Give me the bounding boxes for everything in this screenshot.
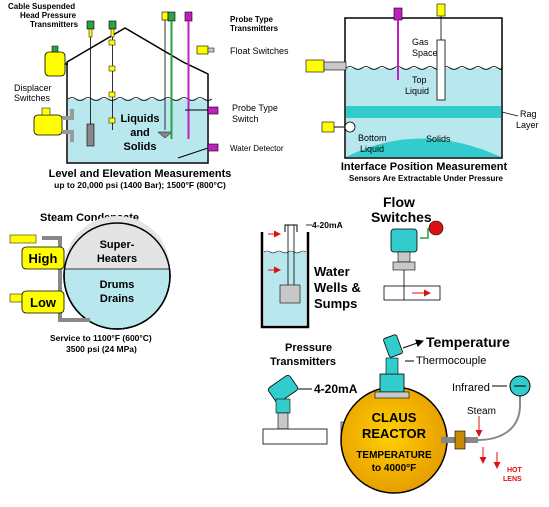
wells-label: Sumps [314, 296, 357, 311]
side-sensor-icon [321, 121, 356, 133]
high-label: High [29, 251, 58, 266]
displacer-label: Switches [14, 93, 51, 103]
wells-label: Water [314, 264, 350, 279]
temperature-label: Temperature [426, 334, 510, 350]
displacer-switch-icon [44, 45, 68, 77]
high-switch [21, 246, 65, 270]
hot-lens-label: LENS [503, 476, 522, 483]
gas-label: Space [412, 48, 438, 58]
indicator-light-icon [428, 220, 444, 236]
drums-label: Drums [100, 279, 135, 291]
hot-lens-label: HOT [507, 467, 523, 474]
float-switches-label: Float Switches [230, 46, 289, 56]
service-label: Service to 1100°F (600°C) [50, 333, 152, 343]
reactor-label: CLAUS [372, 410, 417, 425]
liquids-label: Liquids [120, 113, 159, 125]
reactor-temp-label: TEMPERATURE [356, 450, 432, 461]
low-label: Low [30, 295, 57, 310]
thermocouple-head [383, 334, 403, 358]
probe-switch-label: Switch [232, 114, 259, 124]
water-detector-label: Water Detector [230, 144, 284, 153]
side-sensor-icon [305, 59, 347, 73]
probe-switch-icon [185, 106, 219, 115]
panel1-subtitle: up to 20,000 psi (1400 Bar); 1500°F (800… [54, 180, 226, 190]
wells-signal-label: 4-20mA [312, 220, 343, 230]
rag-label: Rag [520, 109, 537, 119]
displacer-switch-icon [33, 107, 74, 142]
infrared-cable [477, 395, 521, 441]
pressure-title: Transmitters [270, 356, 336, 368]
cable-transmitter-icon [86, 20, 95, 147]
float-switch-icon [196, 45, 215, 55]
panel1-title: Level and Elevation Measurements [49, 168, 232, 180]
sump-outline [260, 232, 310, 329]
panel2-title: Interface Position Measurement [341, 161, 508, 173]
solids-mound [346, 138, 501, 157]
pressure-title: Pressure [285, 342, 332, 354]
reactor-temp-label: to 4000°F [372, 463, 417, 474]
cable-label: Head Pressure [20, 11, 77, 20]
submersible-transmitter [279, 284, 301, 304]
liquids-label: and [130, 127, 150, 139]
cable-label: Cable Suspended [8, 2, 75, 11]
panel-pressure-transmitters: Pressure Transmitters 4-20mA [262, 342, 358, 445]
rag-label: Layer [516, 120, 539, 130]
superheaters-label: Heaters [97, 253, 137, 265]
panel-flow-switches: Flow Switches [371, 194, 444, 301]
wells-label: Wells & [314, 280, 361, 295]
probe-transmitters-label: Probe Type [230, 15, 274, 24]
cable-transmitter-icon [108, 20, 117, 130]
panel-level-elevation: Cable Suspended Head Pressure Transmitte… [8, 2, 289, 190]
liquids-label: Solids [123, 141, 156, 153]
gas-label: Gas [412, 37, 429, 47]
thermocouple-label: Thermocouple [416, 355, 486, 367]
probe-transmitter-icon [167, 11, 193, 139]
middle-probe-icon [157, 11, 173, 139]
infrared-label: Infrared [452, 382, 490, 394]
cable-label: Transmitters [30, 20, 79, 29]
flow-title: Switches [371, 209, 432, 225]
solids-label: Solids [426, 134, 451, 144]
top-liquid-label: Liquid [405, 86, 429, 96]
panel2-subtitle: Sensors Are Extractable Under Pressure [349, 174, 504, 183]
flow-switch-housing [390, 228, 418, 253]
drums-label: Drains [100, 293, 134, 305]
panel-interface-position: Gas Space Top Liquid Rag Layer Bottom Li… [305, 3, 539, 183]
superheaters-label: Super- [100, 239, 135, 251]
service-label: 3500 psi (24 MPa) [66, 344, 137, 354]
probe-switch-label: Probe Type [232, 103, 278, 113]
bottom-liquid-label: Liquid [360, 144, 384, 154]
panel-steam-condensate: Steam Condensate High Low Super- Heaters… [9, 212, 171, 354]
pressure-transmitter-housing [267, 374, 299, 404]
steam-label: Steam [467, 406, 496, 417]
bottom-liquid-label: Bottom [358, 133, 387, 143]
probe-transmitters-label: Transmitters [230, 24, 279, 33]
panel-water-wells: 4-20mA Water Wells & Sumps [260, 220, 361, 329]
flow-title: Flow [383, 194, 415, 210]
low-switch [21, 290, 65, 314]
reactor-label: REACTOR [362, 426, 427, 441]
displacer-label: Displacer [14, 83, 52, 93]
rag-layer [346, 106, 501, 118]
pressure-signal-label: 4-20mA [314, 382, 358, 396]
top-liquid-label: Top [412, 75, 427, 85]
panel-claus-reactor: Temperature Thermocouple Infrared Steam … [340, 334, 531, 494]
water-detector-icon [177, 143, 219, 159]
